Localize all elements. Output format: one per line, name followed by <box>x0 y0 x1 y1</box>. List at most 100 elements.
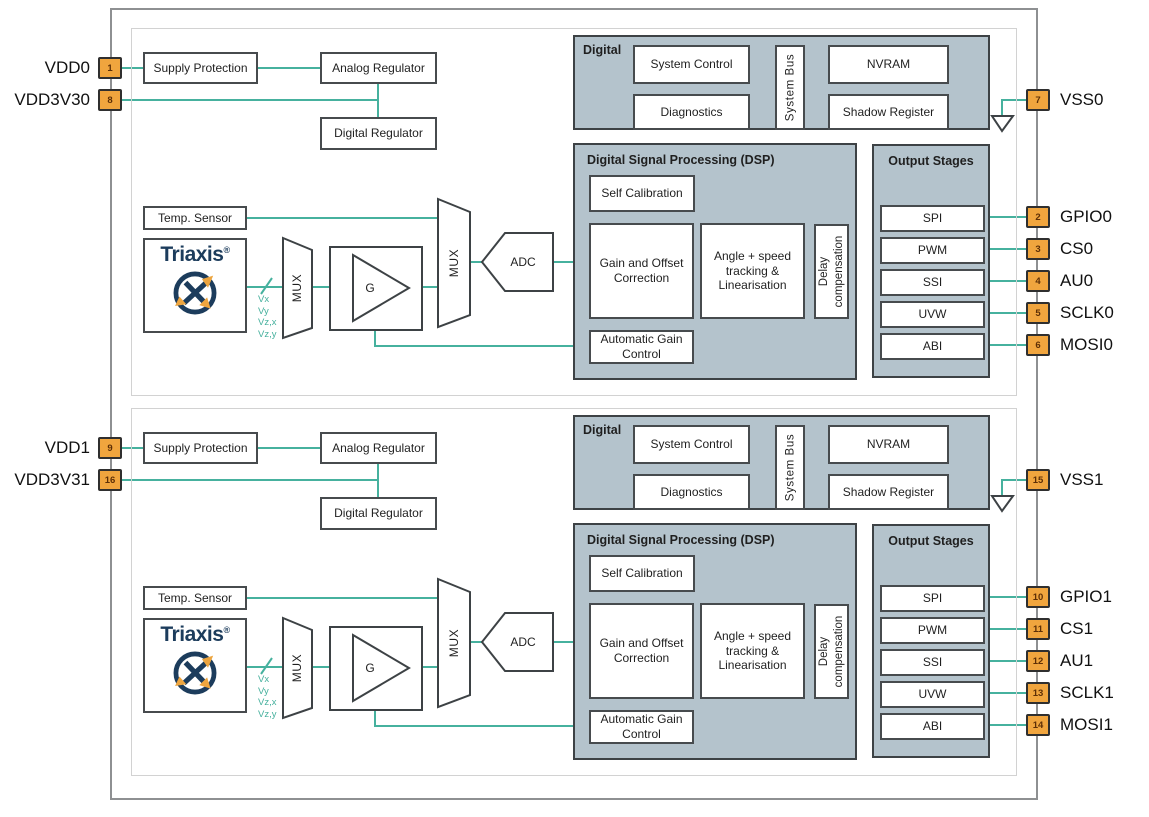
pin-vdd1: 9 <box>98 437 122 459</box>
pin-number: 12 <box>1032 655 1044 667</box>
signal-vy: Vy <box>258 685 269 697</box>
analog-regulator-block: Analog Regulator <box>320 432 437 464</box>
system-control-block: System Control <box>633 425 750 464</box>
temp-sensor-block: Temp. Sensor <box>143 586 247 610</box>
system-control-block: System Control <box>633 45 750 84</box>
pin-name-cs0: CS0 <box>1060 239 1094 258</box>
shadow-register-block: Shadow Register <box>828 94 949 130</box>
delay-compensation-block: Delay compensation <box>814 604 849 699</box>
abi-block: ABI <box>880 333 985 360</box>
diagnostics-block: Diagnostics <box>633 94 750 130</box>
pin-cs0: 3 <box>1026 238 1050 260</box>
pin-name-vdd3v30: VDD3V30 <box>14 90 90 109</box>
automatic-gain-control-block: Automatic Gain Control <box>589 330 694 364</box>
pin-vdd0: 1 <box>98 57 122 79</box>
pin-mosi0: 6 <box>1026 334 1050 356</box>
triaxis-logo-icon <box>173 651 217 695</box>
pin-vdd3v31: 16 <box>98 469 122 491</box>
signal-vzx: Vz,x <box>258 317 277 328</box>
signal-labels: Vx Vy Vz,x Vz,y <box>258 294 276 340</box>
pwm-block: PWM <box>880 237 985 264</box>
triaxis-brand: Triaxis® <box>160 243 230 266</box>
pin-cs1: 11 <box>1026 618 1050 640</box>
pin-name-vdd0: VDD0 <box>44 58 90 77</box>
signal-vx: Vx <box>258 674 270 685</box>
pin-name-sclk1: SCLK1 <box>1060 683 1114 702</box>
spi-block: SPI <box>880 585 985 612</box>
digital-block: Digital System Control Diagnostics Syste… <box>573 35 990 130</box>
delay-line2: compensation <box>832 235 845 308</box>
mux2-label: MUX <box>447 628 461 658</box>
pin-number: 8 <box>107 94 113 106</box>
system-bus-label: System Bus <box>784 53 796 122</box>
pin-number: 10 <box>1032 591 1044 603</box>
dsp-title: Digital Signal Processing (DSP) <box>587 153 775 167</box>
pin-name-gpio0: GPIO0 <box>1060 207 1112 226</box>
digital-title: Digital <box>583 43 622 57</box>
gain-label: G <box>365 281 375 295</box>
delay-line2: compensation <box>832 615 845 688</box>
pin-name-cs1: CS1 <box>1060 619 1094 638</box>
pin-vss0: 7 <box>1026 89 1050 111</box>
adc-label: ADC <box>510 255 536 269</box>
gain-offset-block: Gain and Offset Correction <box>589 603 694 699</box>
system-bus-block <box>775 45 805 130</box>
dsp-title: Digital Signal Processing (DSP) <box>587 533 775 547</box>
analog-regulator-block: Analog Regulator <box>320 52 437 84</box>
pin-vdd3v30: 8 <box>98 89 122 111</box>
digital-title: Digital <box>583 423 622 437</box>
triaxis-brand: Triaxis® <box>160 623 230 646</box>
spi-block: SPI <box>880 205 985 232</box>
pin-name-au0: AU0 <box>1060 271 1094 290</box>
ssi-block: SSI <box>880 649 985 676</box>
signal-vzx: Vz,x <box>258 697 277 708</box>
system-bus-block <box>775 425 805 510</box>
signal-vy: Vy <box>258 305 269 317</box>
signal-vzy: Vz,y <box>258 328 277 340</box>
output-stages-title: Output Stages <box>888 154 974 168</box>
pin-name-mosi1: MOSI1 <box>1060 715 1113 734</box>
angle-tracking-block: Angle + speed tracking & Linearisation <box>700 603 805 699</box>
pin-name-mosi0: MOSI0 <box>1060 335 1113 354</box>
pin-name-vdd3v31: VDD3V31 <box>14 470 90 489</box>
pin-number: 7 <box>1035 94 1041 106</box>
uvw-block: UVW <box>880 301 985 328</box>
pwm-block: PWM <box>880 617 985 644</box>
pin-number: 1 <box>107 62 113 74</box>
ssi-block: SSI <box>880 269 985 296</box>
pin-sclk0: 5 <box>1026 302 1050 324</box>
pin-number: 4 <box>1035 275 1041 287</box>
uvw-block: UVW <box>880 681 985 708</box>
nvram-block: NVRAM <box>828 45 949 84</box>
output-stages-block: Output Stages SPI PWM SSI UVW ABI <box>872 144 990 378</box>
triaxis-sensor-block: Triaxis® <box>143 618 247 713</box>
die-1: Supply Protection Analog Regulator Digit… <box>0 380 1149 817</box>
dsp-block: Digital Signal Processing (DSP) Self Cal… <box>573 143 857 380</box>
delay-compensation-label: Delay compensation <box>816 226 847 317</box>
delay-line1: Delay <box>817 256 830 287</box>
automatic-gain-control-block: Automatic Gain Control <box>589 710 694 744</box>
signal-labels: Vx Vy Vz,x Vz,y <box>258 674 276 720</box>
pin-number: 9 <box>107 442 113 454</box>
pin-number: 5 <box>1035 307 1041 319</box>
gain-label: G <box>365 661 375 675</box>
triaxis-sensor-block: Triaxis® <box>143 238 247 333</box>
delay-line1: Delay <box>817 636 830 667</box>
die-outline <box>131 28 1017 396</box>
self-calibration-block: Self Calibration <box>589 175 695 212</box>
pin-number: 14 <box>1032 719 1044 731</box>
pin-vss1: 15 <box>1026 469 1050 491</box>
abi-block: ABI <box>880 713 985 740</box>
dsp-block: Digital Signal Processing (DSP) Self Cal… <box>573 523 857 760</box>
nvram-block: NVRAM <box>828 425 949 464</box>
pin-name-vss1: VSS1 <box>1060 470 1104 489</box>
temp-sensor-block: Temp. Sensor <box>143 206 247 230</box>
delay-compensation-block: Delay compensation <box>814 224 849 319</box>
triaxis-logo-icon <box>173 271 217 315</box>
registered-mark: ® <box>223 245 230 255</box>
pin-name-vdd1: VDD1 <box>44 438 90 457</box>
pin-number: 2 <box>1035 211 1041 223</box>
pin-number: 11 <box>1032 623 1044 635</box>
